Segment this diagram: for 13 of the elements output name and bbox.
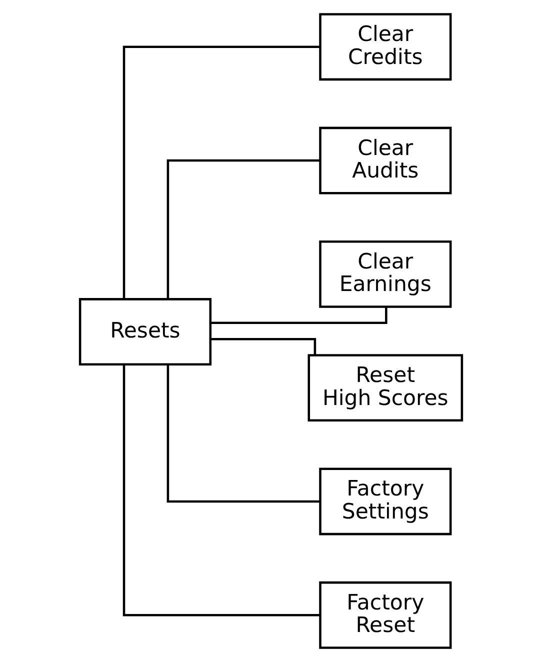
node-box: Reset High Scores: [307, 354, 463, 422]
node-box: Factory Settings: [318, 468, 452, 536]
node-box: Resets: [78, 298, 212, 366]
connector: [166, 159, 320, 300]
node-box: Clear Credits: [318, 13, 452, 81]
connector: [166, 364, 320, 503]
node-box: Clear Earnings: [318, 240, 452, 308]
connector: [210, 338, 316, 356]
node-box: Factory Reset: [318, 581, 452, 649]
node-box: Clear Audits: [318, 126, 452, 194]
connector: [122, 364, 320, 616]
connector: [210, 306, 387, 324]
connector: [122, 46, 320, 300]
